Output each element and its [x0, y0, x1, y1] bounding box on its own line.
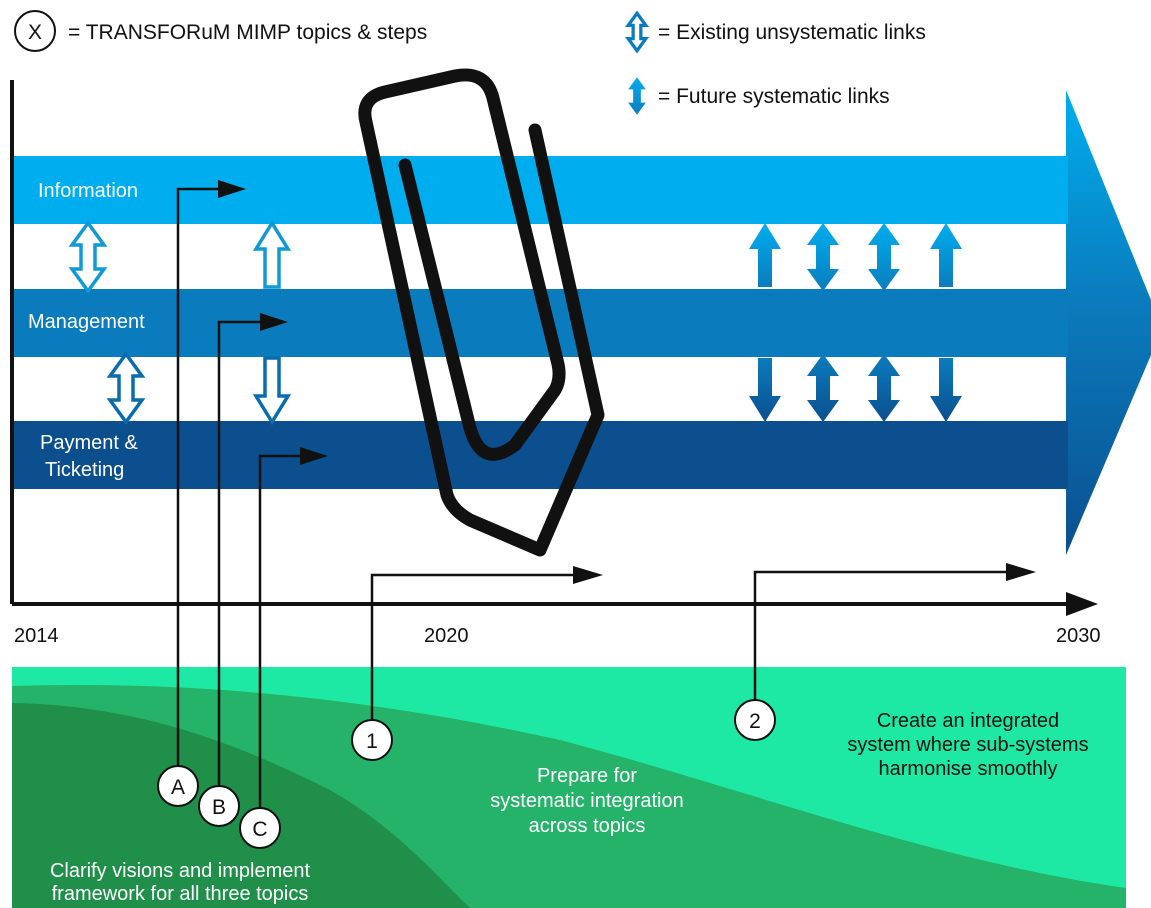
step-marker-c: C: [239, 807, 281, 849]
existing-link-down-arrow-icon: [254, 356, 290, 424]
future-link-down-arrow-icon: [749, 358, 781, 422]
band-label-payment-line1: Payment &: [40, 432, 138, 454]
future-link-down-arrow-icon: [930, 358, 962, 422]
arrowhead-c-icon: [300, 447, 328, 465]
band-label-management: Management: [28, 311, 145, 333]
x-axis-arrowhead-icon: [1066, 592, 1098, 616]
legend-future-links: = Future systematic links: [658, 85, 890, 108]
paperclip-icon: [358, 68, 605, 557]
legend-existing-links: = Existing unsystematic links: [658, 21, 926, 44]
year-label-2030: 2030: [1056, 625, 1101, 647]
band-label-information: Information: [38, 180, 138, 202]
legend-step-marker-icon: [14, 10, 56, 52]
band-label-payment-line2: Ticketing: [45, 459, 124, 481]
arrowhead-1-icon: [573, 566, 603, 584]
phase-integrated-line3: harmonise smoothly: [879, 758, 1058, 780]
step-label-1: 1: [366, 730, 378, 753]
outlined-double-arrow-icon: [626, 11, 648, 53]
arrowhead-b-icon: [260, 313, 288, 331]
connector-step-b: [217, 320, 262, 790]
phase-clarify-line1: Clarify visions and implement: [50, 860, 311, 882]
future-link-double-arrow-icon: [868, 223, 900, 291]
phase-clarify-line2: framework for all three topics: [52, 883, 309, 905]
step-marker-a: A: [157, 765, 199, 807]
arrowhead-a-icon: [218, 180, 246, 198]
phase-prepare-line2: systematic integration: [490, 790, 683, 812]
future-link-up-arrow-icon: [749, 223, 781, 287]
step-marker-1: 1: [351, 719, 393, 761]
phase-zone-clarify: [12, 703, 470, 908]
step-marker-2: 2: [734, 699, 776, 741]
existing-link-up-arrow-icon: [254, 221, 290, 289]
step-label-c: C: [252, 818, 267, 841]
legend-marker-symbol: X: [28, 21, 42, 44]
phase-text-integrated: Create an integrated system where sub-sy…: [847, 710, 1088, 780]
phase-prepare-line1: Prepare for: [537, 765, 637, 787]
step-label-a: A: [171, 776, 185, 799]
phase-background: [12, 667, 1126, 908]
legend-marker-text: = TRANSFORuM MIMP topics & steps: [68, 21, 427, 44]
year-label-2014: 2014: [14, 625, 59, 647]
legend: X = TRANSFORuM MIMP topics & steps = Exi…: [14, 10, 926, 115]
existing-link-double-arrow-icon: [108, 352, 144, 424]
connector-step-a: [176, 187, 220, 770]
future-link-double-arrow-icon: [807, 354, 839, 422]
existing-link-double-arrow-icon: [70, 221, 106, 293]
connector-step-2: [753, 570, 1008, 700]
connector-step-1: [370, 573, 575, 720]
phase-text-prepare: Prepare for systematic integration acros…: [490, 765, 683, 837]
phase-text-clarify: Clarify visions and implement framework …: [50, 860, 311, 905]
roadmap-arrow-head: [1066, 90, 1151, 555]
phase-integrated-line1: Create an integrated: [877, 710, 1059, 732]
year-label-2020: 2020: [424, 625, 469, 647]
future-link-double-arrow-icon: [868, 354, 900, 422]
step-label-2: 2: [749, 710, 761, 733]
future-link-up-arrow-icon: [930, 223, 962, 287]
step-connectors: [176, 187, 1008, 812]
solid-double-arrow-icon: [628, 77, 646, 115]
step-label-b: B: [212, 796, 226, 819]
step-marker-b: B: [198, 785, 240, 827]
phase-prepare-line3: across topics: [529, 815, 646, 837]
future-link-double-arrow-icon: [807, 223, 839, 291]
arrowhead-2-icon: [1006, 563, 1036, 581]
band-payment-ticketing: [14, 421, 1068, 489]
connector-arrowheads: [218, 180, 1036, 584]
phase-integrated-line2: system where sub-systems: [847, 734, 1088, 756]
connector-step-c: [258, 454, 302, 812]
